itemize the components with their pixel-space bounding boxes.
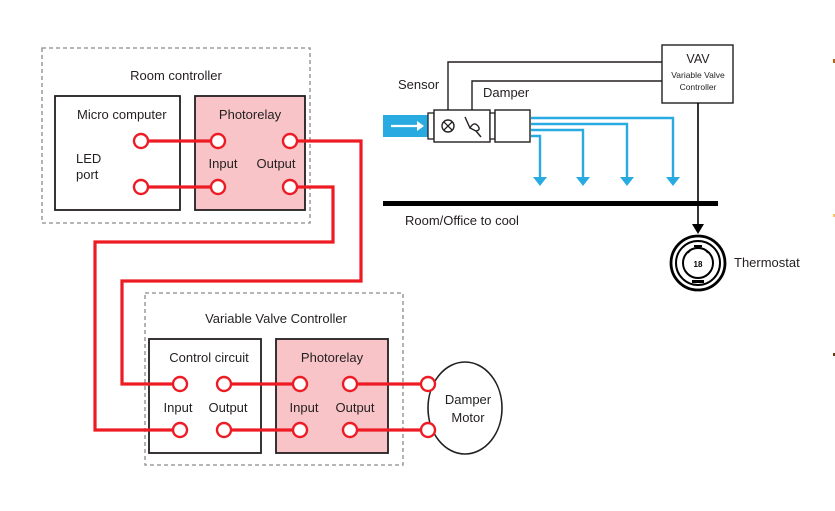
room-controller-border	[41, 47, 311, 224]
control-input-terminal-bottom	[171, 421, 189, 439]
room-relay-input-terminal-bottom	[209, 178, 227, 196]
thermostat-icon: 18	[669, 234, 727, 292]
room-controller: Room controller Micro computer LED port …	[41, 47, 311, 224]
variable-valve-controller: Variable Valve Controller Control circui…	[144, 292, 404, 466]
vvc-border	[144, 292, 404, 466]
edge-mark	[833, 59, 835, 63]
room-relay-output-terminal-top	[281, 132, 299, 150]
micro-computer-box	[54, 95, 181, 211]
air-branch-4	[531, 116, 675, 178]
duct-flange-left	[427, 112, 435, 140]
wiring	[93, 139, 421, 432]
hvac-schematic: VAV Variable Valve Controller Sensor Dam…	[383, 44, 800, 292]
vvc-title: Variable Valve Controller	[205, 311, 348, 326]
vav-subtitle-line2: Controller	[680, 82, 717, 92]
vav-box	[661, 44, 734, 104]
room-label: Room/Office to cool	[405, 213, 519, 228]
room-photorelay-title: Photorelay	[219, 107, 282, 122]
air-arrow-icon	[576, 177, 590, 186]
wire-relay-out-bottom-to-control-in-bottom	[93, 185, 335, 432]
control-input-terminal-top	[171, 375, 189, 393]
micro-computer-block: Micro computer LED port	[54, 95, 181, 211]
room-photorelay-output-label: Output	[256, 156, 295, 171]
control-circuit-input-label: Input	[164, 400, 193, 415]
control-circuit-output-label: Output	[208, 400, 247, 415]
thermostat-arrow-icon	[692, 224, 704, 234]
vav-subtitle-line1: Variable Valve	[671, 70, 725, 80]
room-relay-input-terminal-top	[209, 132, 227, 150]
duct-outlet-box	[494, 109, 531, 143]
edge-marks	[833, 59, 835, 356]
air-distribution	[531, 116, 680, 186]
damper-label: Damper	[483, 85, 530, 100]
control-circuit-box	[148, 338, 262, 454]
vvc-relay-input-terminal-top	[291, 375, 309, 393]
damper-motor-label-line1: Damper	[445, 392, 492, 407]
damper-motor: Damper Motor	[427, 361, 503, 455]
room-controller-title: Room controller	[130, 68, 222, 83]
air-branch-3	[531, 122, 629, 178]
air-arrow-icon	[620, 177, 634, 186]
vvc-photorelay-output-label: Output	[335, 400, 374, 415]
led-port-label-line1: LED	[76, 151, 101, 166]
control-output-terminal-bottom	[215, 421, 233, 439]
sensor-signal-line	[447, 61, 662, 110]
motor-terminal-bottom	[419, 421, 437, 439]
vvc-relay-input-terminal-bottom	[291, 421, 309, 439]
vvc-photorelay-block: Photorelay Input Output	[275, 338, 389, 454]
vvc-relay-output-terminal-bottom	[341, 421, 359, 439]
thermostat-label: Thermostat	[734, 255, 800, 270]
control-circuit-title: Control circuit	[169, 350, 249, 365]
sensor-label: Sensor	[398, 77, 440, 92]
damper-icon	[464, 116, 482, 138]
vvc-relay-output-terminal-top	[341, 375, 359, 393]
control-circuit-block: Control circuit Input Output	[148, 338, 262, 454]
vvc-photorelay-title: Photorelay	[301, 350, 364, 365]
air-branch-1	[531, 134, 542, 178]
room-relay-output-terminal-bottom	[281, 178, 299, 196]
room-photorelay-input-label: Input	[209, 156, 238, 171]
edge-mark	[833, 214, 835, 217]
air-arrow-icon	[533, 177, 547, 186]
vvc-photorelay-input-label: Input	[290, 400, 319, 415]
motor-terminal-top	[419, 375, 437, 393]
led-port-label-line2: port	[76, 167, 99, 182]
duct-flange-middle	[489, 112, 496, 140]
vav-title: VAV	[686, 52, 710, 66]
wire-relay-out-top-to-control-in-top	[120, 139, 363, 386]
room-ceiling-bar	[383, 201, 718, 206]
micro-computer-title: Micro computer	[77, 107, 167, 122]
air-arrow-icon	[666, 177, 680, 186]
thermostat-display: 18	[694, 260, 703, 269]
micro-computer-terminal-bottom	[132, 178, 150, 196]
control-output-terminal-top	[215, 375, 233, 393]
edge-mark	[833, 353, 835, 356]
air-branch-2	[531, 128, 585, 178]
terminals	[132, 132, 437, 439]
damper-motor-ellipse	[427, 361, 503, 455]
damper-motor-label-line2: Motor	[451, 410, 485, 425]
sensor-icon	[441, 119, 455, 133]
damper-signal-line	[471, 80, 662, 110]
inlet-arrow-icon	[391, 121, 424, 131]
micro-computer-terminal-top	[132, 132, 150, 150]
